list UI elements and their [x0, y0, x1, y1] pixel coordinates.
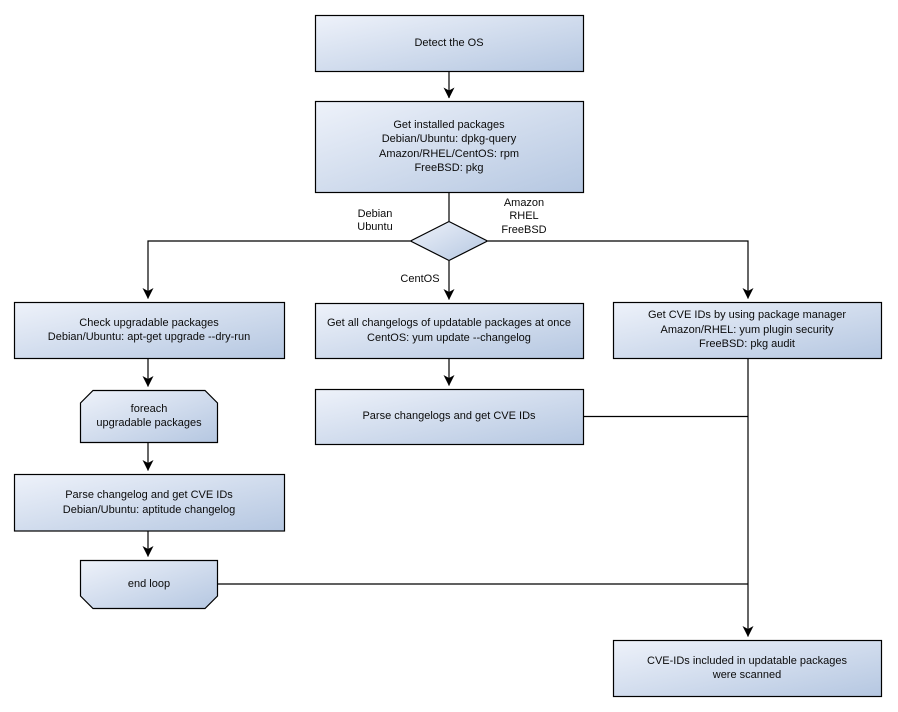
node-foreach-loop-shape: [79, 389, 219, 444]
node-detect-os-shape: [314, 14, 585, 73]
edge-decision-to-get-cve: [488, 240, 754, 299]
node-get-cve-ids-shape: [612, 301, 883, 360]
node-check-upgradable-shape: [13, 301, 286, 360]
node-end-loop-shape: [79, 559, 219, 610]
node-parse-changelog-left-shape: [13, 473, 286, 532]
node-get-all-changelogs-shape: [314, 302, 585, 360]
node-get-installed-shape: [314, 100, 585, 194]
edge-decision-to-check-upgradable: [142, 240, 410, 299]
node-parse-changelogs-center-shape: [314, 388, 585, 446]
node-os-decision-diamond: [409, 220, 489, 262]
node-cve-scanned-shape: [612, 639, 883, 698]
